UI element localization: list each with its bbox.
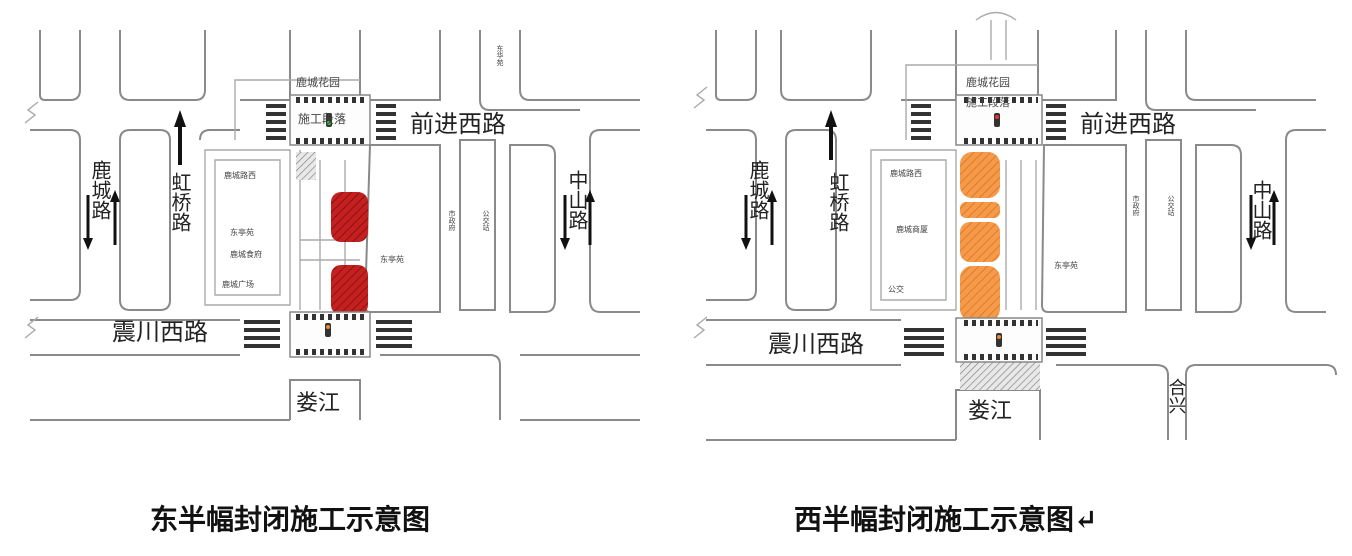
block-label: 公交 xyxy=(888,284,904,294)
block-label: 鹿城食府 xyxy=(230,249,262,259)
road-label-hexing: 合兴 xyxy=(1166,378,1187,414)
road-label-luxian: 鹿城路 xyxy=(88,160,112,220)
closure-zone-strip xyxy=(960,202,1000,218)
hatched-block xyxy=(960,362,1040,390)
east-map-caption: 东半幅封闭施工示意图 xyxy=(150,503,431,536)
road-label-zhongshan: 中山路 xyxy=(565,170,589,230)
direction-arrows xyxy=(83,110,595,250)
inner-block xyxy=(204,79,360,306)
traffic-light-icon xyxy=(326,113,332,127)
crosswalk xyxy=(294,349,366,355)
closure-zone-north xyxy=(331,192,368,242)
west-map-caption: 西半幅封闭施工示意图↵ xyxy=(794,503,1098,536)
break-symbol xyxy=(693,316,708,339)
closure-zone-south xyxy=(331,265,368,315)
closure-zone-south xyxy=(960,266,1000,321)
break-symbol xyxy=(24,316,39,339)
road-label-zhenchuan: 震川西路 xyxy=(112,318,208,346)
block-label: 鹿城广场 xyxy=(222,279,254,289)
traffic-island xyxy=(296,152,316,180)
crosswalk xyxy=(294,138,366,144)
road-label-hongqiao: 虹桥路 xyxy=(826,172,850,232)
vertical-label: 公交站 xyxy=(1167,195,1175,217)
vertical-label: 市政府 xyxy=(448,209,456,232)
block-label: 东亭苑 xyxy=(1054,260,1078,270)
closure-zone-middle xyxy=(960,222,1000,262)
road-outlines xyxy=(706,30,1337,441)
block-label: 鹿城路西 xyxy=(890,168,922,178)
crosswalk xyxy=(266,102,286,140)
road-label-zhongshan: 中山路 xyxy=(1249,180,1273,240)
road-label-hongqiao: 虹桥路 xyxy=(168,172,192,232)
road-label-zhenchuan: 震川西路 xyxy=(768,330,864,358)
crosswalk xyxy=(376,318,412,352)
block-label: 鹿城路西 xyxy=(224,170,256,180)
crosswalk xyxy=(244,318,280,352)
vertical-label: 东华苑 xyxy=(496,44,504,67)
traffic-light-icon xyxy=(325,323,331,337)
crosswalk xyxy=(960,354,1038,360)
construction-section-label: 施工段落 xyxy=(298,111,346,126)
direction-arrows xyxy=(741,110,1279,250)
crosswalk xyxy=(376,102,396,140)
crosswalk xyxy=(911,102,931,140)
top-block-label: 鹿城花园 xyxy=(966,75,1010,89)
vertical-label: 市政府 xyxy=(1132,194,1140,217)
road-label-qianjin: 前进西路 xyxy=(410,110,506,138)
crosswalk xyxy=(294,97,366,103)
vertical-label: 公交站 xyxy=(482,210,490,232)
crosswalk xyxy=(904,324,944,360)
inner-block xyxy=(870,11,1038,311)
road-label-qianjin: 前进西路 xyxy=(1080,110,1176,138)
road-label-luxian: 鹿城路 xyxy=(746,160,770,220)
crosswalk xyxy=(294,314,366,320)
block-label: 鹿城商厦 xyxy=(896,224,928,234)
east-closure-map: 前进西路 震川西路 娄江 鹿城路 虹桥路 中山路 施工段落 鹿城花园 鹿城路西 … xyxy=(24,30,640,421)
break-symbol xyxy=(24,101,39,124)
crosswalk xyxy=(960,138,1038,144)
break-symbol xyxy=(693,86,708,109)
top-block-label: 鹿城花园 xyxy=(296,75,340,89)
traffic-light-icon xyxy=(994,113,1000,127)
river-label-loujiang: 娄江 xyxy=(296,391,340,416)
crosswalk xyxy=(1046,102,1066,140)
construction-section-label: 施工段落 xyxy=(966,95,1010,109)
crosswalk xyxy=(960,97,1038,103)
traffic-light-icon xyxy=(996,333,1002,347)
crosswalk xyxy=(1046,324,1086,360)
lanes xyxy=(1005,160,1037,310)
block-label: 东亭苑 xyxy=(380,254,404,264)
crosswalk xyxy=(960,320,1038,326)
block-label: 东亭苑 xyxy=(230,227,254,237)
west-closure-map: 前进西路 震川西路 娄江 合兴 鹿城路 虹桥路 中山路 鹿城花园 施工段落 鹿城… xyxy=(693,11,1337,441)
river-label-loujiang: 娄江 xyxy=(968,399,1012,424)
closure-zone-north xyxy=(960,152,1000,198)
